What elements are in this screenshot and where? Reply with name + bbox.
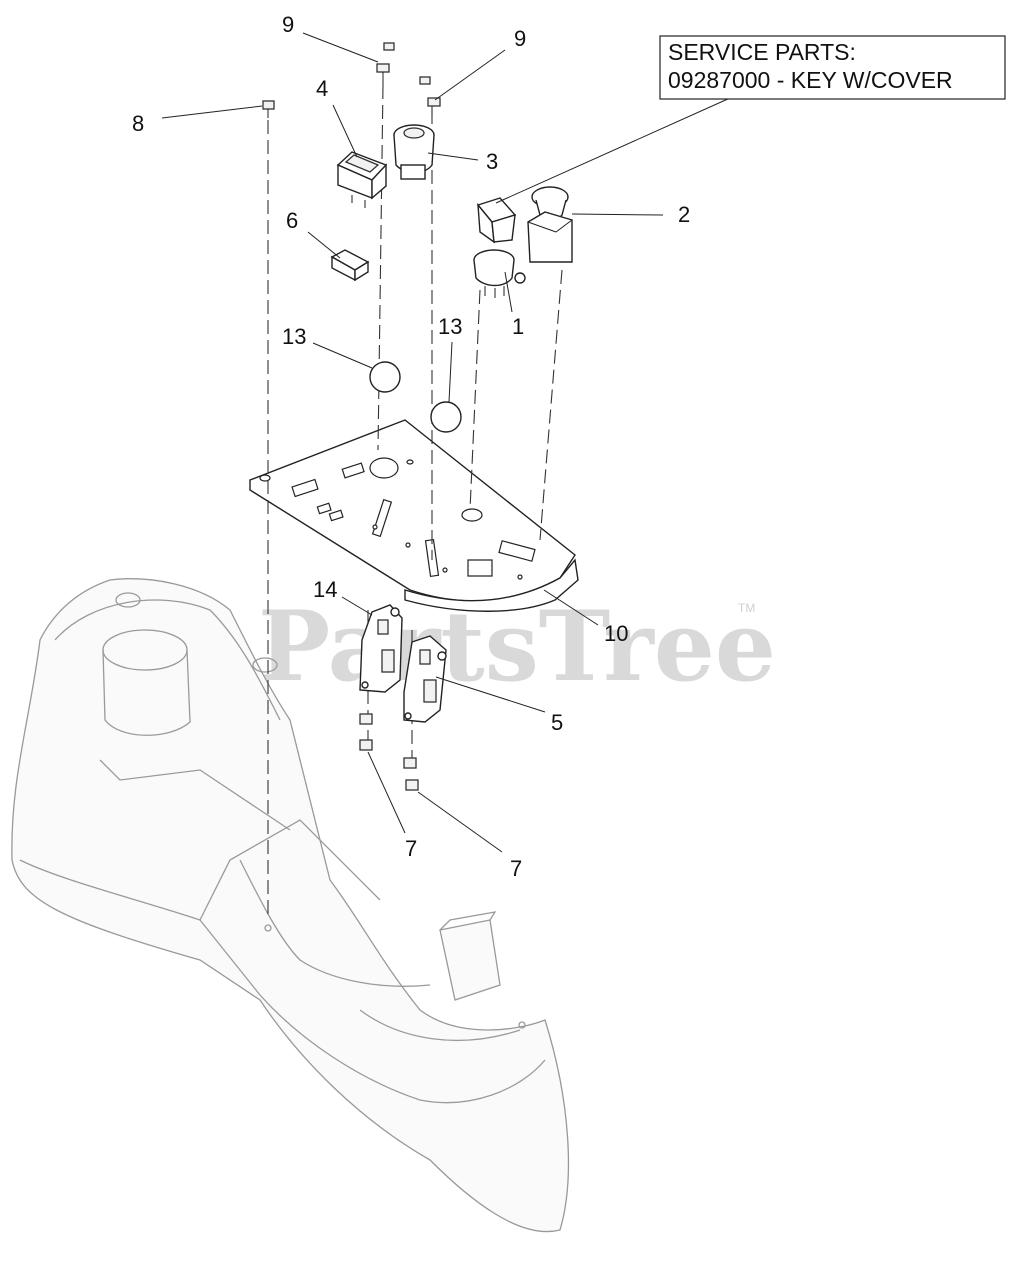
callout-labels: 9 9 8 4 3 2 6 1 13 13 14 10 5 7 7	[132, 12, 690, 881]
callout-13-left: 13	[282, 324, 306, 349]
switch-3	[393, 124, 435, 180]
callout-10: 10	[604, 621, 628, 646]
screw-9-right	[419, 76, 441, 114]
nuts-7	[359, 713, 419, 791]
callout-5: 5	[551, 710, 563, 735]
plug-13-left	[369, 361, 401, 393]
console-housing	[11, 578, 570, 1233]
service-parts-title: SERVICE PARTS:	[668, 39, 856, 65]
callout-6: 6	[286, 208, 298, 233]
callout-7-right: 7	[510, 856, 522, 881]
screw-8	[262, 100, 275, 118]
callout-9-right: 9	[514, 26, 526, 51]
mounting-plate	[249, 419, 579, 612]
callout-14: 14	[313, 577, 337, 602]
callout-13-right: 13	[438, 314, 462, 339]
switch-14	[359, 604, 403, 693]
callout-7-left: 7	[405, 836, 417, 861]
plug-13-right	[430, 401, 462, 433]
rocker-switch-4	[336, 151, 388, 208]
key-switch-1	[473, 197, 526, 298]
callout-9-left: 9	[282, 12, 294, 37]
callout-2: 2	[678, 202, 690, 227]
screw-9-left	[376, 42, 395, 85]
watermark-trademark: TM	[738, 601, 755, 615]
leader-lines	[161, 32, 731, 853]
callout-8: 8	[132, 111, 144, 136]
callout-4: 4	[316, 76, 328, 101]
switch-6	[330, 249, 370, 282]
switch-5	[403, 635, 447, 723]
service-parts-key: 09287000 - KEY W/COVER	[668, 67, 953, 93]
service-parts-note: SERVICE PARTS: 09287000 - KEY W/COVER	[659, 35, 1006, 100]
callout-3: 3	[486, 149, 498, 174]
pto-switch-2	[527, 186, 573, 263]
callout-1: 1	[512, 314, 524, 339]
